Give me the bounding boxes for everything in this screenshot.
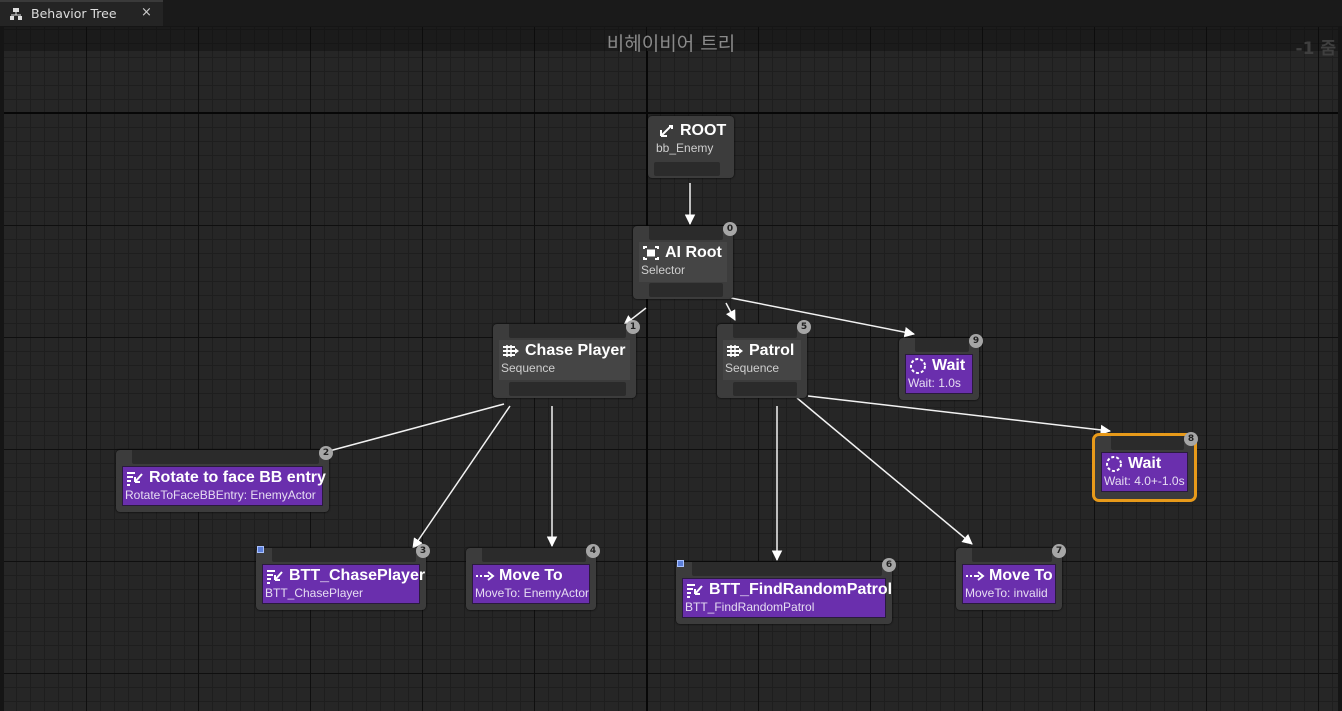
node-btt-findrandompatrol[interactable]: BTT_FindRandomPatrol BTT_FindRandomPatro… [676, 558, 896, 624]
execution-index-badge: 0 [723, 222, 737, 236]
node-title: Move To [989, 567, 1053, 584]
input-pin[interactable] [972, 548, 1052, 562]
node-subtitle: bb_Enemy [656, 141, 714, 155]
execution-index-badge: 7 [1052, 544, 1066, 558]
input-pin[interactable] [509, 324, 626, 338]
node-title: Move To [499, 567, 563, 584]
input-pin[interactable] [915, 338, 969, 352]
root-arrow-icon [660, 125, 673, 137]
execution-index-badge: 3 [416, 544, 430, 558]
move-to-icon [476, 571, 495, 581]
execution-index-badge: 2 [319, 446, 333, 460]
node-patrol[interactable]: Patrol Sequence 5 [717, 320, 811, 398]
node-subtitle: Sequence [501, 361, 556, 375]
node-title: Rotate to face BB entry [149, 469, 326, 486]
node-title: Chase Player [525, 342, 626, 359]
input-pin[interactable] [482, 548, 586, 562]
zoom-label: -1 줌 [1295, 39, 1336, 59]
behavior-tree-icon [10, 8, 22, 20]
wait-icon [1106, 456, 1122, 472]
node-wait-9[interactable]: Wait Wait: 1.0s 9 [899, 334, 983, 400]
node-root[interactable]: ROOT bb_Enemy [648, 116, 734, 178]
tab-bar: Behavior Tree × [0, 0, 1342, 26]
execution-index-badge: 1 [626, 320, 640, 334]
output-pin[interactable] [733, 382, 797, 396]
selector-icon [643, 246, 659, 260]
input-pin[interactable] [1111, 436, 1184, 450]
node-subtitle: MoveTo: EnemyActor [475, 586, 590, 600]
execution-index-badge: 5 [797, 320, 811, 334]
breakpoint-marker[interactable] [677, 560, 684, 567]
task-icon [687, 584, 703, 598]
origin-axis-horizontal [4, 112, 1338, 114]
move-to-icon [966, 571, 985, 581]
wire-airoot-wait9 [730, 297, 916, 338]
tab-behavior-tree[interactable]: Behavior Tree × [0, 0, 163, 26]
input-pin[interactable] [692, 562, 882, 576]
input-pin[interactable] [649, 226, 723, 240]
output-pin[interactable] [509, 382, 626, 396]
node-title: BTT_ChasePlayer [289, 567, 426, 584]
execution-index-badge: 8 [1184, 432, 1198, 446]
sequence-icon [727, 345, 743, 357]
node-move-to-4[interactable]: Move To MoveTo: EnemyActor 4 [466, 544, 600, 610]
wire-chase-rotate [316, 403, 505, 457]
input-pin[interactable] [272, 548, 416, 562]
wire-patrol-wait8 [807, 395, 1112, 436]
execution-index-badge: 9 [969, 334, 983, 348]
wire-chase-bttchase [412, 405, 511, 549]
wait-icon [910, 358, 926, 374]
graph-title-band [4, 27, 1338, 51]
node-btt-chaseplayer[interactable]: BTT_ChasePlayer BTT_ChasePlayer 3 [256, 544, 430, 610]
node-subtitle: Wait: 4.0+-1.0s [1104, 474, 1185, 488]
node-title: Wait [1128, 455, 1162, 472]
node-wait-8[interactable]: Wait Wait: 4.0+-1.0s 8 [1095, 432, 1198, 499]
node-subtitle: Wait: 1.0s [908, 376, 961, 390]
node-subtitle: BTT_ChasePlayer [265, 586, 364, 600]
input-pin[interactable] [733, 324, 797, 338]
task-icon [267, 570, 283, 584]
output-pin[interactable] [649, 283, 723, 297]
execution-index-badge: 4 [586, 544, 600, 558]
node-subtitle: Sequence [725, 361, 780, 375]
node-move-to-7[interactable]: Move To MoveTo: invalid 7 [956, 544, 1066, 610]
task-icon [127, 472, 143, 486]
node-subtitle: Selector [641, 263, 686, 277]
tab-label: Behavior Tree [31, 6, 117, 21]
input-pin[interactable] [132, 450, 319, 464]
node-subtitle: RotateToFaceBBEntry: EnemyActor [125, 488, 316, 502]
breakpoint-marker[interactable] [257, 546, 264, 553]
origin-axis-vertical [646, 51, 648, 711]
node-title: Wait [932, 357, 966, 374]
node-subtitle: BTT_FindRandomPatrol [685, 600, 815, 614]
node-title: Patrol [749, 342, 795, 359]
node-title: ROOT [680, 122, 727, 139]
node-ai-root[interactable]: AI Root Selector 0 [633, 222, 737, 299]
node-title: BTT_FindRandomPatrol [709, 581, 893, 598]
node-title: AI Root [665, 244, 722, 261]
wire-patrol-moveto7 [796, 397, 973, 545]
execution-index-badge: 6 [882, 558, 896, 572]
close-icon[interactable]: × [141, 5, 152, 20]
node-rotate-to-face[interactable]: Rotate to face BB entry RotateToFaceBBEn… [116, 446, 333, 512]
sequence-icon [503, 345, 519, 357]
wire-airoot-patrol [725, 302, 736, 321]
node-chase-player[interactable]: Chase Player Sequence 1 [493, 320, 640, 398]
output-pin[interactable] [654, 162, 720, 176]
graph-title: 비헤이비어 트리 [606, 33, 736, 55]
node-subtitle: MoveTo: invalid [965, 586, 1048, 600]
